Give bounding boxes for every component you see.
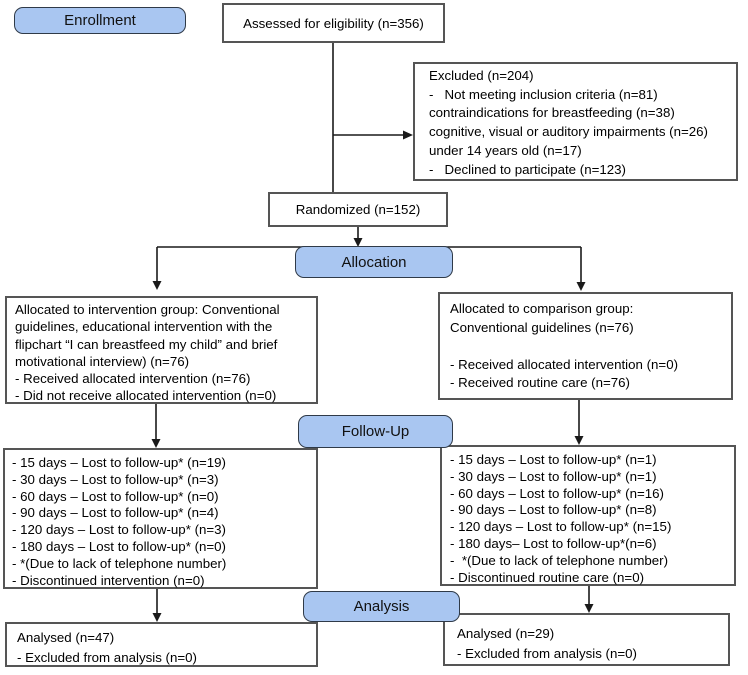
comparison-followup-box: - 15 days – Lost to follow-up* (n=1)- 30… <box>440 445 736 586</box>
randomized-box: Randomized (n=152) <box>268 192 448 227</box>
arrow-branch-to-intervention <box>152 247 162 290</box>
intervention-allocation-box: Allocated to intervention group: Convent… <box>5 296 318 404</box>
arrow-branch-to-comparison <box>576 247 586 291</box>
assessed-eligibility-box: Assessed for eligibility (n=356) <box>222 3 445 43</box>
arrow-to-excluded <box>333 130 413 140</box>
stage-label-followup: Follow-Up <box>298 415 453 448</box>
intervention-followup-box: - 15 days – Lost to follow-up* (n=19)- 3… <box>3 448 318 589</box>
stage-label-allocation: Allocation <box>295 246 453 278</box>
stage-label-enrollment: Enrollment <box>14 7 186 34</box>
comparison-allocation-box: Allocated to comparison group:Convention… <box>438 292 733 400</box>
arrow-comparison-to-followup <box>574 400 584 445</box>
arrow-randomized-to-branch <box>353 227 363 247</box>
intervention-analysis-box: Analysed (n=47)- Excluded from analysis … <box>5 622 318 667</box>
arrow-followup-to-analysis-right <box>584 586 594 613</box>
stage-label-analysis: Analysis <box>303 591 460 622</box>
excluded-box: Excluded (n=204)- Not meeting inclusion … <box>413 62 738 181</box>
arrow-intervention-to-followup <box>151 404 161 448</box>
comparison-analysis-box: Analysed (n=29)- Excluded from analysis … <box>443 613 730 666</box>
arrow-followup-to-analysis-left <box>152 589 162 622</box>
